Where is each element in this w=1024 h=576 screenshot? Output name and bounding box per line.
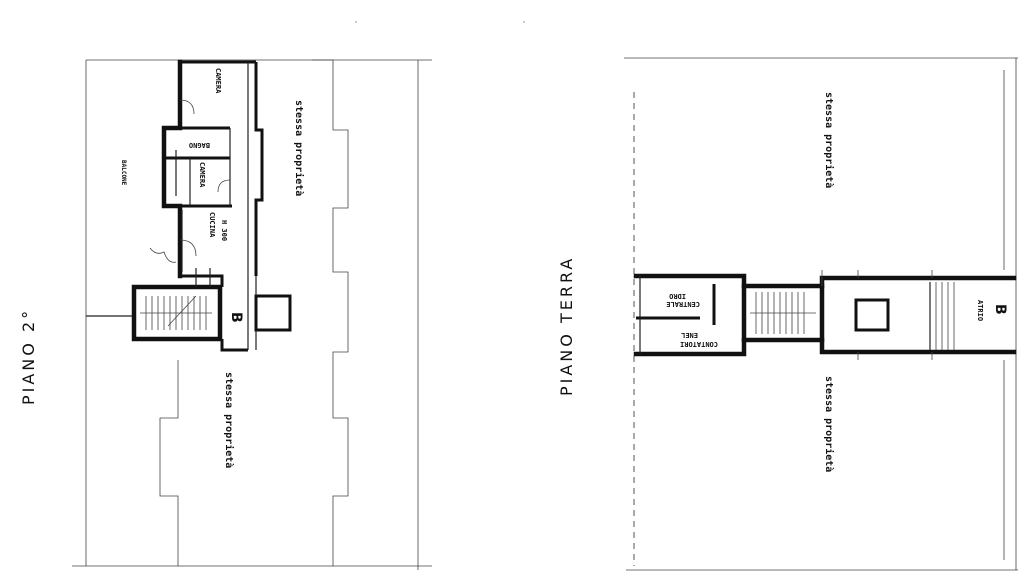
- neighbor-property-note: stessa proprietà: [823, 376, 835, 472]
- room-height-label: H 300: [220, 220, 228, 241]
- floor-title: PIANO TERRA: [557, 256, 576, 396]
- neighbor-property-note: stessa proprietà: [223, 372, 235, 468]
- scan-speck: [523, 21, 525, 23]
- plan-piano-secondo: [72, 59, 432, 570]
- plan-piano-terra: [624, 57, 1018, 571]
- stair-label: B: [992, 304, 1008, 315]
- room-label-camera: CAMERA: [198, 162, 206, 188]
- room-label-camera: CAMERA: [214, 68, 222, 94]
- room-label-centrale: IDRO: [669, 292, 686, 300]
- stair-label: B: [228, 312, 244, 323]
- neighbor-property-note: stessa proprietà: [293, 100, 305, 196]
- neighbor-property-note: stessa proprietà: [823, 92, 835, 188]
- room-label-balcone: BALCONE: [120, 160, 127, 186]
- room-label-atrio: ATRIO: [976, 300, 984, 321]
- room-label-contatori: ENEL: [681, 331, 698, 339]
- scan-speck: [355, 21, 357, 23]
- room-label-bagno: BAGNO: [189, 141, 210, 149]
- floor-title: PIANO 2°: [19, 308, 38, 405]
- room-label-contatori: CONTATORI: [680, 340, 718, 348]
- room-label-cucina: CUCINA: [208, 212, 216, 238]
- room-label-centrale: CENTRALE: [666, 300, 700, 308]
